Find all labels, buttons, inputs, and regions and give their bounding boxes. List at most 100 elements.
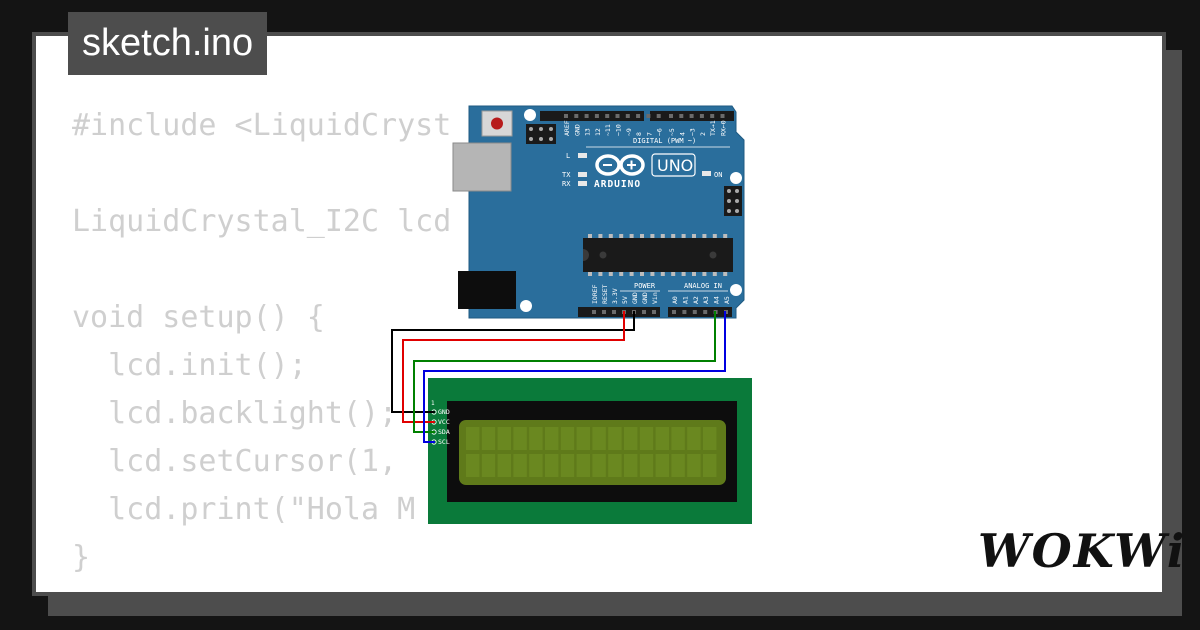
header-pin[interactable] (594, 114, 599, 118)
code-line: lcd.init(); (72, 348, 307, 383)
chip-pin (588, 234, 592, 238)
power-jack (458, 271, 516, 309)
code-line: } (72, 540, 91, 575)
header-pin[interactable] (615, 114, 620, 118)
code-line: #include <LiquidCryst (72, 108, 452, 143)
chip-pin (640, 272, 644, 276)
digital-pin-label: 2 (699, 132, 707, 136)
led-l (578, 153, 587, 158)
lcd-cell (560, 427, 575, 450)
power-pin-label: RESET (601, 284, 609, 304)
chip-pin (660, 234, 665, 238)
header-pin[interactable] (605, 114, 610, 118)
lcd-cell (497, 454, 511, 477)
lcd-cell (703, 454, 717, 477)
lcd-cell (481, 454, 496, 477)
header-pin[interactable] (642, 310, 646, 314)
code-line: lcd.backlight(); (72, 396, 398, 431)
lcd-cell (655, 454, 669, 477)
code-line: void setup() { (72, 300, 325, 335)
led-label-rx: RX (562, 180, 571, 188)
digital-pin-label: 8 (635, 132, 643, 136)
header-pin[interactable] (692, 310, 697, 314)
header-pin[interactable] (682, 310, 687, 314)
lcd-cell (545, 427, 559, 450)
chip-pin (692, 234, 696, 238)
header-pin[interactable] (652, 310, 656, 314)
digital-pin-label: ~11 (604, 124, 612, 136)
header-pin[interactable] (564, 114, 568, 118)
header-pin[interactable] (699, 114, 704, 118)
icsp-header-right (724, 186, 742, 216)
header-pin[interactable] (592, 310, 596, 314)
digital-pin-dots (564, 114, 725, 118)
model-label: UNO (657, 156, 693, 175)
digital-pin-label: 4 (678, 132, 686, 136)
header-pin[interactable] (636, 114, 641, 118)
wire-scl[interactable] (423, 311, 726, 443)
mounting-hole (524, 109, 536, 121)
power-analog-headers (578, 307, 732, 317)
header-pin[interactable] (646, 114, 651, 118)
analog-pin-label: A0 (671, 296, 679, 304)
chip-pin (692, 272, 696, 276)
lcd-pin-label: SDA (438, 428, 450, 436)
digital-pin-label: AREF (563, 120, 571, 136)
led-on (702, 171, 711, 176)
power-pin-label: 3.3V (611, 288, 619, 304)
header-pin[interactable] (625, 114, 630, 118)
chip-pin (629, 272, 634, 276)
digital-pin-label: ~6 (656, 128, 664, 136)
chip-pin (598, 234, 603, 238)
header-pin[interactable] (612, 310, 616, 314)
header-pin[interactable] (574, 114, 579, 118)
code-line: lcd.setCursor(1, (72, 444, 398, 479)
digital-pin-label: TX→1 (709, 120, 717, 136)
chip-pin (598, 272, 603, 276)
wire-gnd[interactable] (391, 311, 635, 413)
chip-pin (660, 272, 665, 276)
brand-label: ARDUINO (594, 179, 641, 190)
led-rx (578, 181, 587, 186)
chip-pin (723, 234, 728, 238)
header-pin[interactable] (656, 114, 661, 118)
header-pin[interactable] (672, 310, 676, 314)
lcd-cell (592, 454, 606, 477)
chip-pin (650, 234, 655, 238)
lcd-cell (481, 427, 496, 450)
digital-pin-label: 12 (594, 128, 602, 136)
file-tab[interactable]: sketch.ino (68, 12, 268, 75)
code-line: LiquidCrystal_I2C lcd (72, 204, 452, 239)
chip-pin (712, 234, 717, 238)
lcd-cell (529, 427, 543, 450)
lcd-pin-label: VCC (438, 418, 450, 426)
power-pin-label: Vin (651, 292, 659, 304)
header-pin[interactable] (710, 114, 715, 118)
header-pin[interactable] (703, 310, 708, 314)
header-pin[interactable] (669, 114, 673, 118)
reset-button[interactable] (481, 110, 513, 137)
header-pin[interactable] (689, 114, 694, 118)
header-pin[interactable] (584, 114, 589, 118)
led-label-on: ON (714, 171, 722, 179)
lcd-cell (513, 427, 527, 450)
lcd-cell (608, 427, 622, 450)
digital-pin-label: RX←0 (720, 120, 728, 136)
led-label-l: L (566, 152, 570, 160)
chip-pin (671, 234, 676, 238)
chip-pin (588, 272, 592, 276)
chip-pin (640, 234, 644, 238)
header-pin[interactable] (602, 310, 606, 314)
header-pin[interactable] (720, 114, 725, 118)
header-pin[interactable] (679, 114, 684, 118)
power-pin-label: GND (631, 292, 639, 304)
wire-sda[interactable] (413, 311, 716, 433)
digital-pin-label: 13 (584, 128, 592, 136)
digital-header-label: DIGITAL (PWM ~) (633, 137, 696, 145)
chip-pin (702, 272, 707, 276)
